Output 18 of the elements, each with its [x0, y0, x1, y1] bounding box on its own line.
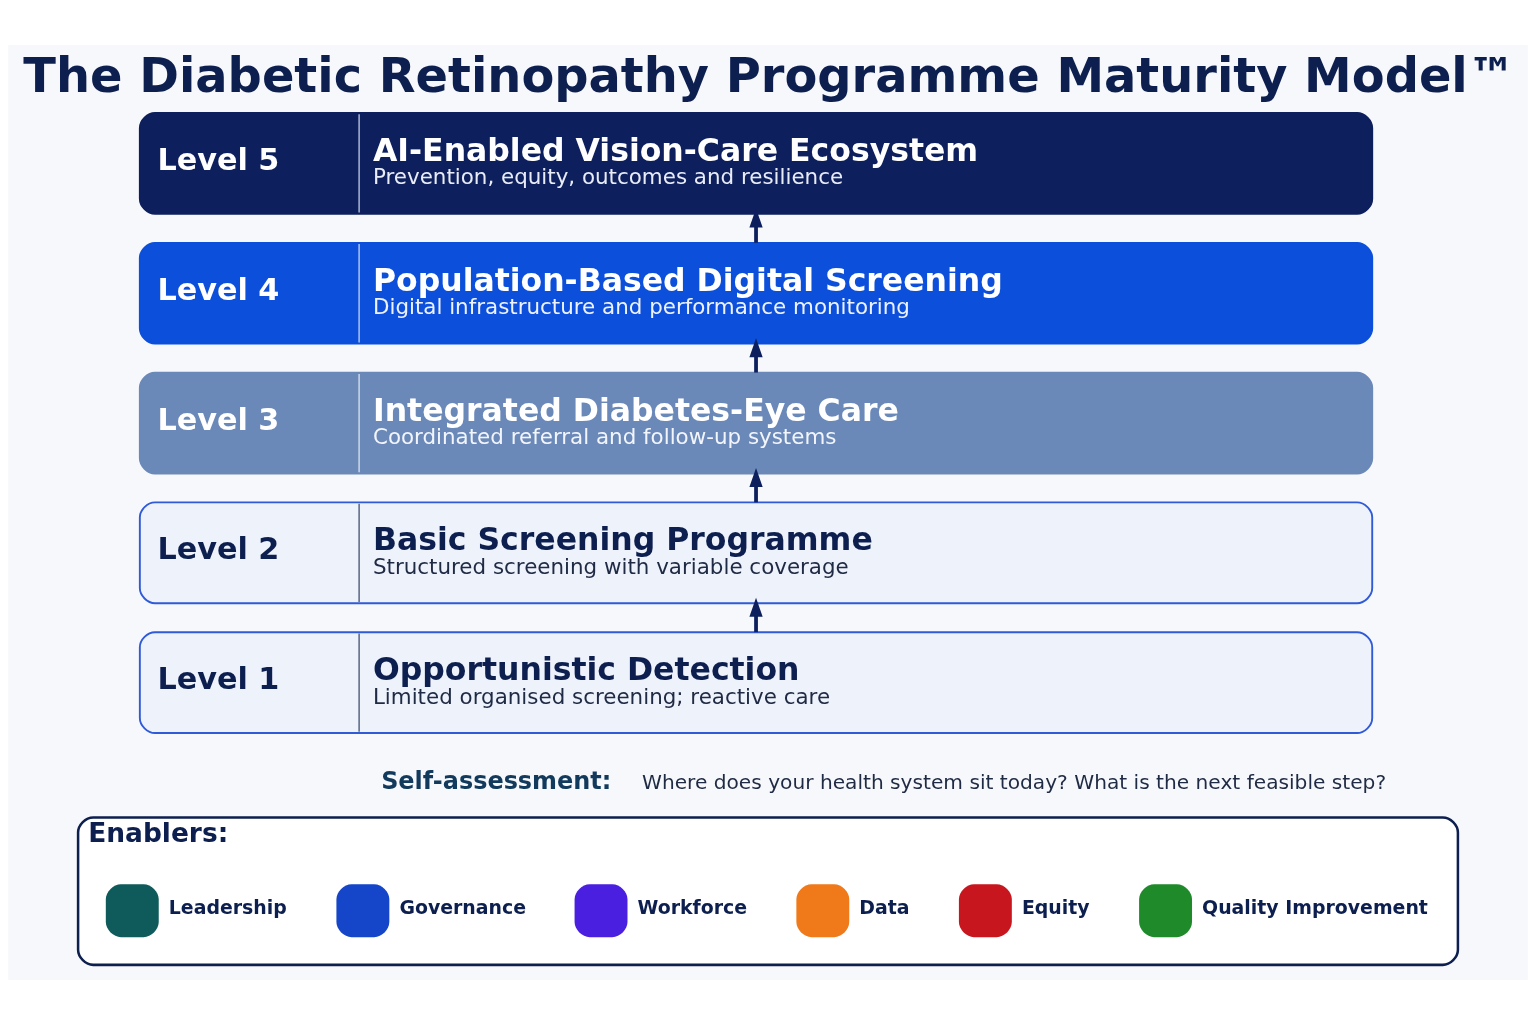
- arrow: [749, 597, 763, 632]
- node-label: Equity: [1021, 895, 1090, 918]
- node-box: [796, 883, 850, 937]
- arrow: [749, 467, 763, 502]
- node-label: Governance: [399, 895, 527, 918]
- label: Where does your health system sit today? What is the next feasible step?: [641, 769, 1387, 794]
- node-label: Leadership: [168, 895, 287, 918]
- node-box: [574, 883, 628, 937]
- node-label: Data: [859, 895, 910, 918]
- node-box: [1139, 883, 1193, 937]
- diagram-title: The Diabetic Retinopathy Programme Maturity Model™: [23, 47, 1516, 103]
- node-label: Workforce: [637, 895, 748, 918]
- node-label: Quality Improvement: [1202, 895, 1428, 918]
- node-box: [105, 883, 159, 937]
- node-box: [958, 883, 1012, 937]
- label: Self-assessment:: [381, 766, 612, 795]
- node-box: [336, 883, 390, 937]
- arrow: [749, 337, 763, 373]
